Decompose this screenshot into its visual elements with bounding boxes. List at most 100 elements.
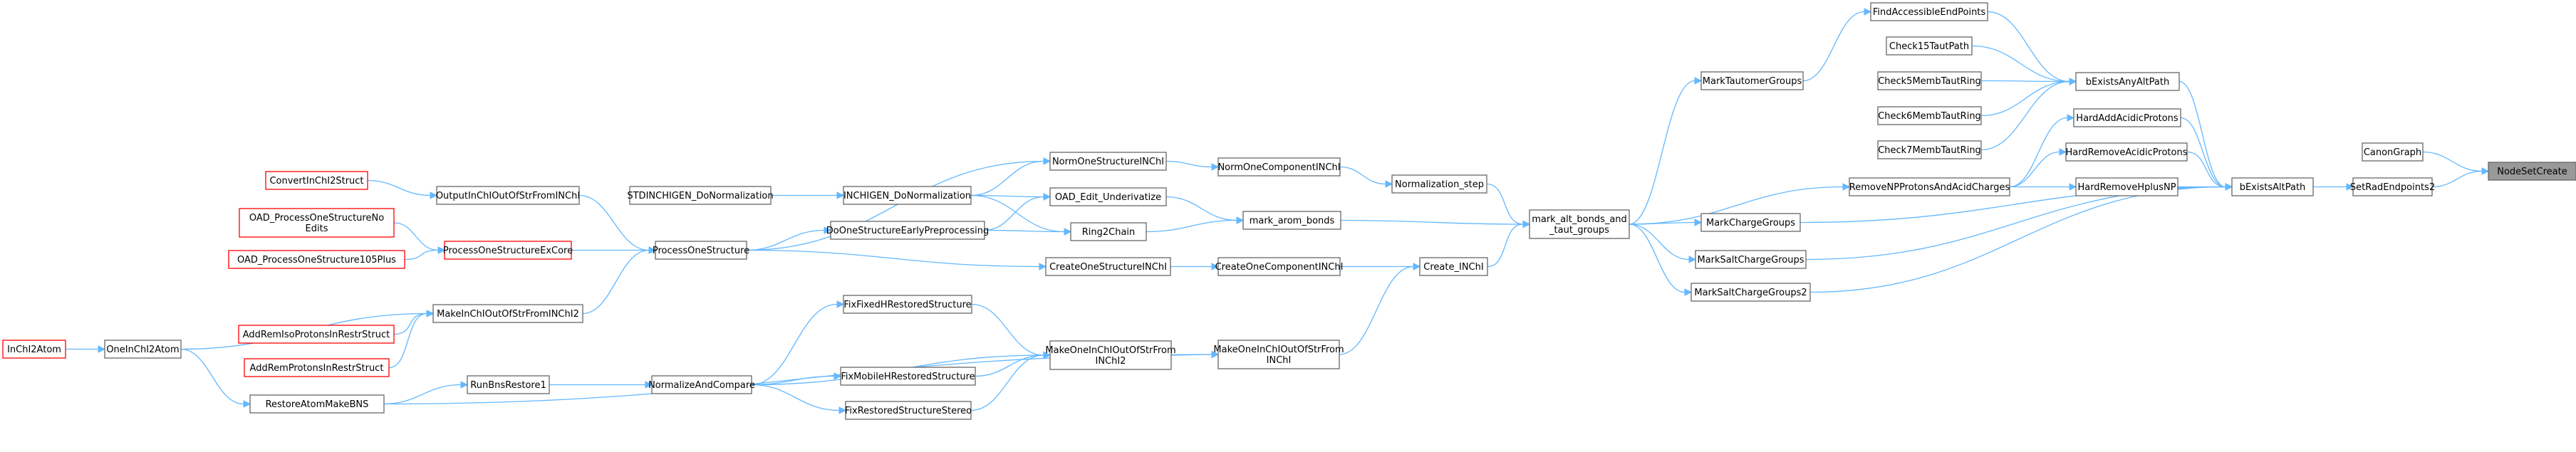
node-box	[651, 375, 752, 394]
node-MakeInChIOutOfStrFromINChI2[interactable]: MakeInChIOutOfStrFromINChI2	[432, 304, 583, 323]
node-mark_arom_bonds[interactable]: mark_arom_bonds	[1242, 211, 1341, 230]
node-label: RemoveNPProtonsAndAcidCharges	[1849, 182, 2010, 193]
node-label: Check15TautPath	[1889, 41, 1969, 52]
node-label: OneInChI2Atom	[106, 345, 179, 355]
edge-RestoreAtomMakeBNS-to-RunBnsRestore1	[383, 384, 462, 405]
node-NormOneComponentINChI[interactable]: NormOneComponentINChI	[1217, 157, 1341, 177]
node-mark_alt_bonds_and_taut_groups[interactable]: mark_alt_bonds_and_taut_groups	[1529, 209, 1630, 239]
node-Normalization_step[interactable]: Normalization_step	[1391, 174, 1487, 194]
node-label: FindAccessibleEndPoints	[1873, 7, 1986, 18]
edge-DoOneStructureEarlyPreprocessing-to-OAD_Edit_Underivatize	[984, 196, 1044, 231]
edge-FindAccessibleEndPoints-to-bExistsAnyAltPath	[1987, 11, 2070, 83]
node-box	[467, 375, 550, 394]
edge-ProcessOneStructure-to-CreateOneStructureINChI	[746, 249, 1040, 268]
node-ConvertInChI2Struct[interactable]: ConvertInChI2Struct	[265, 171, 368, 190]
edge-mark_alt_bonds_and_taut_groups-to-RemoveNPProtonsAndAcidCharges	[1629, 186, 1844, 225]
node-NormOneStructureINChI[interactable]: NormOneStructureINChI	[1049, 152, 1167, 171]
node-Create_INChI[interactable]: Create_INChI	[1419, 257, 1488, 276]
node-MarkSaltChargeGroups2[interactable]: MarkSaltChargeGroups2	[1690, 283, 1811, 302]
arrowhead-OutputInChIOutOfStrFromINChI	[430, 191, 438, 199]
node-label: ConvertInChI2Struct	[269, 176, 363, 186]
node-CreateOneStructureINChI[interactable]: CreateOneStructureINChI	[1045, 257, 1171, 276]
edge-RemoveNPProtonsAndAcidCharges-to-HardRemoveAcidicProtons	[2009, 151, 2060, 188]
node-OneInChI2Atom[interactable]: OneInChI2Atom	[104, 340, 182, 359]
node-RestoreAtomMakeBNS[interactable]: RestoreAtomMakeBNS	[249, 394, 385, 414]
node-RunBnsRestore1[interactable]: RunBnsRestore1	[467, 375, 550, 394]
edge-ProcessOneStructure-to-NormOneStructureINChI	[746, 160, 1044, 251]
node-box	[1877, 140, 1982, 159]
node-Check7MembTautRing[interactable]: Check7MembTautRing	[1877, 140, 1982, 159]
node-bExistsAltPath[interactable]: bExistsAltPath	[2231, 177, 2314, 196]
node-InChI2Atom[interactable]: InChI2Atom	[2, 340, 66, 359]
arrowhead-MarkChargeGroups	[1694, 219, 1703, 226]
node-CreateOneComponentINChI[interactable]: CreateOneComponentINChI	[1215, 257, 1344, 276]
node-NormalizeAndCompare[interactable]: NormalizeAndCompare	[648, 375, 755, 394]
node-label: Ring2Chain	[1082, 227, 1136, 238]
node-SetRadEndpoints2[interactable]: SetRadEndpoints2	[2350, 177, 2435, 196]
node-Check5MembTautRing[interactable]: Check5MembTautRing	[1877, 71, 1982, 90]
node-label: Edits	[306, 224, 328, 234]
node-box	[1700, 71, 1804, 90]
node-HardRemoveAcidicProtons[interactable]: HardRemoveAcidicProtons	[2065, 142, 2188, 162]
edge-MarkSaltChargeGroups-to-bExistsAltPath	[1805, 186, 2226, 261]
node-bExistsAnyAltPath[interactable]: bExistsAnyAltPath	[2075, 72, 2180, 91]
node-Check6MembTautRing[interactable]: Check6MembTautRing	[1877, 106, 1982, 125]
node-box	[228, 250, 405, 269]
edge-Check7MembTautRing-to-bExistsAnyAltPath	[1980, 80, 2070, 151]
node-box	[2488, 162, 2576, 181]
node-box	[1070, 222, 1147, 241]
node-box	[2231, 177, 2314, 196]
node-OAD_ProcessOneStructure105Plus[interactable]: OAD_ProcessOneStructure105Plus	[228, 250, 405, 269]
node-AddRemProtonsInRestrStruct[interactable]: AddRemProtonsInRestrStruct	[244, 358, 390, 377]
node-MarkTautomerGroups[interactable]: MarkTautomerGroups	[1700, 71, 1804, 90]
node-label: _taut_groups	[1549, 225, 1609, 236]
node-ProcessOneStructure[interactable]: ProcessOneStructure	[653, 241, 749, 260]
node-FixMobileHRestoredStructure[interactable]: FixMobileHRestoredStructure	[840, 367, 976, 386]
node-AddRemIsoProtonsInRestrStruct[interactable]: AddRemIsoProtonsInRestrStruct	[238, 325, 395, 344]
node-STDINCHIGEN_DoNormalization[interactable]: STDINCHIGEN_DoNormalization	[627, 186, 774, 205]
edge-INCHIGEN_DoNormalization-to-NormOneStructureINChI	[970, 160, 1044, 196]
arrowhead-bExistsAnyAltPath	[2069, 78, 2077, 85]
node-box	[2073, 108, 2181, 127]
node-RemoveNPProtonsAndAcidCharges[interactable]: RemoveNPProtonsAndAcidCharges	[1849, 177, 2010, 196]
node-HardAddAcidicProtons[interactable]: HardAddAcidicProtons	[2073, 108, 2181, 127]
node-MarkSaltChargeGroups[interactable]: MarkSaltChargeGroups	[1695, 250, 1807, 269]
node-label: bExistsAnyAltPath	[2086, 77, 2169, 88]
node-box	[1690, 283, 1811, 302]
node-FindAccessibleEndPoints[interactable]: FindAccessibleEndPoints	[1870, 2, 1988, 21]
edge-Create_INChI-to-mark_alt_bonds_and_taut_groups	[1487, 224, 1524, 268]
node-CanonGraph[interactable]: CanonGraph	[2362, 142, 2424, 162]
node-ProcessOneStructureExCore[interactable]: ProcessOneStructureExCore	[443, 241, 573, 260]
edge-bExistsAnyAltPath-to-bExistsAltPath	[2178, 80, 2226, 188]
edge-ProcessOneStructure-to-DoOneStructureEarlyPreprocessing	[746, 229, 825, 251]
node-INCHIGEN_DoNormalization[interactable]: INCHIGEN_DoNormalization	[843, 186, 972, 205]
arrowhead-OAD_Edit_Underivatize	[1043, 193, 1051, 201]
node-OAD_Edit_Underivatize[interactable]: OAD_Edit_Underivatize	[1049, 187, 1167, 206]
node-box	[1886, 36, 1973, 56]
edge-NormOneComponentINChI-to-Normalization_step	[1339, 166, 1386, 185]
node-label: NodeSetCreate	[2497, 167, 2567, 177]
edge-NormalizeAndCompare-to-FixRestoredStructureStereo	[751, 384, 840, 411]
node-label: OutputInChIOutOfStrFromINChI	[436, 191, 580, 201]
node-HardRemoveHplusNP[interactable]: HardRemoveHplusNP	[2075, 177, 2178, 196]
node-box	[845, 401, 972, 420]
arrowhead-NormOneStructureINChI	[1043, 157, 1051, 165]
node-FixFixedHRestoredStructure[interactable]: FixFixedHRestoredStructure	[843, 295, 972, 314]
node-box	[1217, 340, 1340, 369]
node-NodeSetCreate[interactable]: NodeSetCreate	[2488, 162, 2576, 181]
node-label: FixRestoredStructureStereo	[845, 406, 972, 416]
node-label: INChI2	[1096, 356, 1126, 367]
node-label: STDINCHIGEN_DoNormalization	[627, 191, 773, 201]
node-box	[1217, 257, 1341, 276]
node-OutputInChIOutOfStrFromINChI[interactable]: OutputInChIOutOfStrFromINChI	[436, 186, 580, 205]
node-FixRestoredStructureStereo[interactable]: FixRestoredStructureStereo	[845, 401, 972, 420]
node-DoOneStructureEarlyPreprocessing[interactable]: DoOneStructureEarlyPreprocessing	[826, 221, 989, 240]
node-MarkChargeGroups[interactable]: MarkChargeGroups	[1700, 213, 1801, 232]
arrowhead-HardRemoveHplusNP	[2069, 183, 2077, 191]
node-Check15TautPath[interactable]: Check15TautPath	[1886, 36, 1973, 56]
node-Ring2Chain[interactable]: Ring2Chain	[1070, 222, 1147, 241]
node-box	[1049, 340, 1172, 370]
